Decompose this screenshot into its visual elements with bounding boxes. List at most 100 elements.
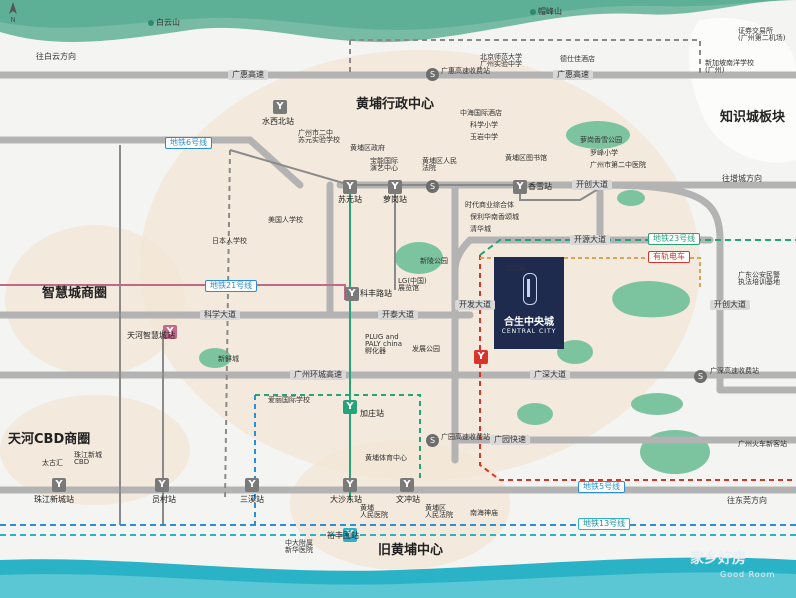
poi-xiangxue-park: 萝岗香雪公园 — [580, 136, 622, 144]
district-zhishi: 知识城板块 — [720, 110, 786, 125]
project-logo-bar — [527, 279, 530, 297]
poi-zhengjia: 证券交易所(广州第二机场) — [738, 27, 786, 42]
metro-line-21: 地铁21号线 — [205, 280, 258, 292]
zhishi-area — [688, 18, 796, 163]
toll-guanghui: 广惠高速收费站 — [441, 67, 490, 75]
metro-station-icon: Y — [388, 180, 402, 194]
station-dashadong[interactable]: 大沙东站 — [330, 495, 362, 504]
park-chengdun — [517, 403, 553, 425]
metro-station-icon: Y — [400, 478, 414, 492]
road-label-kaitai: 开泰大道 — [378, 310, 418, 320]
metro-station-icon: Y — [245, 478, 259, 492]
direction-zengcheng: 往增城方向 — [722, 174, 762, 183]
poi-deshijia: 德仕佳酒店 — [560, 55, 595, 63]
metro-line-6: 地铁6号线 — [165, 137, 213, 149]
station-shuixibei[interactable]: 水西北站 — [262, 117, 294, 126]
zhihui-area — [5, 225, 185, 375]
road-label-kaifa: 开发大道 — [455, 300, 495, 310]
park-yuyan — [395, 242, 443, 274]
toll-icon-guanghui: S — [426, 68, 439, 81]
station-tianhe-zhihui[interactable]: 天河智慧城站 — [127, 331, 175, 340]
poi-nanhai: 南海神庙 — [470, 509, 498, 517]
metro-line-23: 地铁23号线 — [648, 233, 701, 245]
station-xiangxue[interactable]: 香雪站 — [528, 182, 552, 191]
road-label-kexue: 科学大道 — [200, 310, 240, 320]
tianhe-area — [0, 395, 190, 505]
poi-fayu: 发展公园 — [412, 345, 440, 353]
poi-american: 美国人学校 — [268, 216, 303, 224]
metro-station-icon: Y — [343, 180, 357, 194]
poi-renmin: 黄埔区人民法院 — [422, 157, 457, 172]
district-tianhe-cbd: 天河CBD商圈 — [8, 432, 91, 447]
toll-icon-guangshen: S — [694, 370, 707, 383]
park-chuangxin — [617, 190, 645, 206]
poi-aite: 爱丽国际学校 — [268, 396, 310, 404]
road-label-kaichuang-v: 开创大道 — [710, 300, 750, 310]
river-shallow — [0, 572, 796, 598]
district-huangpu-admin: 黄埔行政中心 — [356, 97, 435, 112]
station-kefenglu[interactable]: 科丰路站 — [360, 289, 392, 298]
mountain-top-light — [0, 0, 796, 30]
poi-kexue-primary: 科学小学 — [470, 121, 498, 129]
metro-station-icon: Y — [513, 180, 527, 194]
station-jiazhuang[interactable]: 加庄站 — [360, 409, 384, 418]
watermark-logo: 家乡好房 — [690, 551, 746, 567]
station-yufeng[interactable]: 裕丰围站 — [327, 531, 359, 540]
poi-huangpu-tiyu: 黄埔体育中心 — [365, 454, 407, 462]
metro-station-icon: Y — [474, 350, 488, 364]
poi-maofengshan: 帽峰山 — [530, 8, 562, 16]
park-luogang — [612, 280, 690, 318]
poi-wenchong-cheng: 黄埔区人民法院 — [425, 504, 453, 519]
metro-line-13: 地铁13号线 — [578, 518, 631, 530]
station-luogang[interactable]: 萝岗站 — [383, 195, 407, 204]
toll-icon-kaichuang: S — [426, 180, 439, 193]
watermark-text: Good Room — [720, 570, 776, 579]
poi-zhongyiyuan: 广州市第二中医院 — [590, 161, 646, 169]
poi-baolihua: 保利华南香颂城 — [470, 213, 519, 221]
poi-yuyan: 玉岩中学 — [470, 133, 498, 141]
poi-guangdong-keji: 广东公安民警执法培训基地 — [738, 271, 780, 286]
poi-zhongxin: 中海国际酒店 — [460, 109, 502, 117]
metro-station-icon: Y — [163, 325, 177, 339]
station-yuancun[interactable]: 员村站 — [152, 495, 176, 504]
metro-station-icon: Y — [343, 528, 357, 542]
metro-line-tram: 有轨电车 — [648, 251, 690, 263]
park-xiangxue — [566, 121, 630, 149]
metro-station-icon: Y — [345, 287, 359, 301]
road-label-guanghui-right: 广惠高速 — [553, 70, 593, 80]
station-suyuan[interactable]: 苏元站 — [338, 195, 362, 204]
poi-huangpu-renmin: 黄埔人民医院 — [360, 504, 388, 519]
poi-zhongda: 中大附属新华医院 — [285, 539, 313, 554]
poi-baoneng: 宝能国际演艺中心 — [370, 157, 398, 172]
park-xiangshan — [557, 340, 593, 364]
road-label-guangshen: 广深大道 — [530, 370, 570, 380]
poi-huangpu-gov: 黄埔区政府 — [350, 144, 385, 152]
station-sanxi[interactable]: 三溪站 — [240, 495, 264, 504]
project-card[interactable]: 合生中央城 CENTRAL CITY — [494, 257, 564, 349]
district-old-huangpu: 旧黄埔中心 — [378, 543, 444, 558]
poi-xinling: 新陵公园 — [420, 257, 448, 265]
road-label-guanghui-left: 广惠高速 — [228, 70, 268, 80]
toll-guangyuan: 广园高速收费站 — [441, 433, 490, 441]
metro-station-icon: Y — [273, 100, 287, 114]
poi-japanese: 日本人学校 — [212, 237, 247, 245]
direction-baiyun: 往白云方向 — [36, 52, 76, 61]
metro-station-icon: Y — [52, 478, 66, 492]
metro-station-icon: Y — [155, 478, 169, 492]
district-zhihui: 智慧城商圈 — [42, 286, 108, 301]
north-arrow-icon: N — [4, 2, 22, 24]
poi-baiyunshan: 白云山 — [148, 19, 180, 27]
metro-line-5: 地铁5号线 — [578, 481, 626, 493]
park-jinshui — [631, 393, 683, 415]
station-zhujiang-xincheng[interactable]: 珠江新城站 — [34, 495, 74, 504]
station-wenchong[interactable]: 文冲站 — [396, 495, 420, 504]
road-label-kaichuang: 开创大道 — [572, 180, 612, 190]
poi-library: 黄埔区图书馆 — [505, 154, 547, 162]
metro-station-icon: Y — [343, 400, 357, 414]
compass-label: N — [10, 16, 16, 24]
poi-taikoo: 太古汇 — [42, 459, 63, 467]
